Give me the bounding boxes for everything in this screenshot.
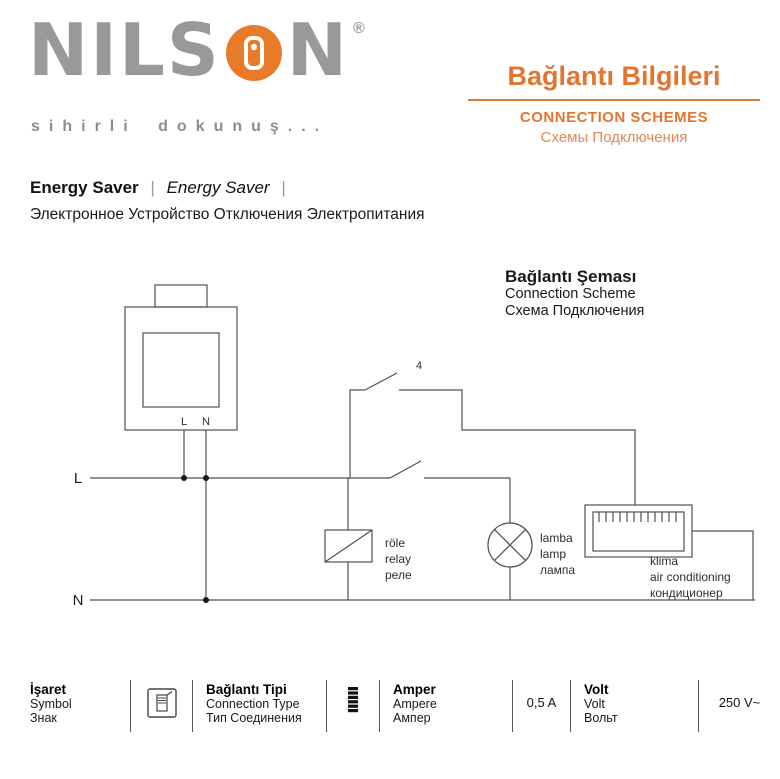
- lamp-label-en: lamp: [540, 547, 566, 561]
- relay-symbol: [324, 478, 373, 600]
- header-rule: [468, 99, 760, 102]
- header-title-ru: Схемы Подключения: [540, 129, 688, 147]
- symbol-labels: İşaret Symbol Знак: [30, 680, 130, 732]
- product-name-en: Energy Saver: [166, 178, 270, 197]
- lamp-cross: [493, 528, 527, 562]
- logo-o-icon: [225, 25, 282, 82]
- ac-label-ru: кондиционер: [650, 586, 723, 600]
- device-terminal-l: L: [181, 416, 187, 428]
- connection-scheme-diagram: L N L N 4: [0, 255, 780, 685]
- switch-blade-upper: [364, 372, 398, 391]
- air-conditioner-symbol: [584, 504, 754, 600]
- lamp-label-ru: лампа: [540, 563, 575, 577]
- volt-value: 250 V~: [698, 680, 780, 732]
- ac-label-tr: klima: [650, 554, 678, 568]
- ampere-label-tr: Amper: [393, 682, 436, 697]
- switch-label: 4: [416, 360, 422, 372]
- volt-labels: Volt Volt Вольт: [570, 680, 698, 732]
- logo-text-right: N: [286, 8, 350, 92]
- scheme-title-tr: Bağlantı Şeması: [505, 267, 637, 286]
- ampere-label-en: Ampere: [393, 697, 437, 711]
- connection-label-ru: Тип Соединения: [206, 711, 302, 725]
- symbol-label-tr: İşaret: [30, 682, 67, 697]
- ampere-label-ru: Ампер: [393, 711, 431, 725]
- connection-type-labels: Bağlantı Tipi Connection Type Тип Соедин…: [192, 680, 326, 732]
- lamp-label-tr: lamba: [540, 531, 573, 545]
- wire-to-ac: [399, 389, 636, 505]
- symbol-icon-cell: [130, 680, 192, 732]
- spec-table: İşaret Symbol Знак Bağlantı Tipi Connect…: [30, 680, 780, 732]
- junction-dot: [203, 475, 209, 481]
- header-title-en: CONNECTION SCHEMES: [519, 109, 709, 127]
- brand-tagline: sihirli dokunuş...: [31, 118, 329, 135]
- relay-label-tr: röle: [385, 536, 405, 550]
- separator: |: [281, 178, 286, 197]
- nilson-logo: NILS N ®: [28, 8, 365, 92]
- device-terminal-n: N: [202, 416, 210, 428]
- symbol-label-ru: Знак: [30, 711, 57, 725]
- connection-label-tr: Bağlantı Tipi: [206, 682, 287, 697]
- junction-dot: [203, 597, 209, 603]
- wire-ac-return: [692, 530, 754, 600]
- line-label-n: N: [73, 592, 84, 609]
- registered-mark: ®: [353, 20, 365, 37]
- relay-label-en: relay: [385, 552, 411, 566]
- ampere-labels: Amper Ampere Ампер: [379, 680, 512, 732]
- energy-saver-device: L N: [124, 284, 238, 431]
- volt-label-tr: Volt: [584, 682, 609, 697]
- relay-label-ru: реле: [385, 568, 412, 582]
- junction-dot: [181, 475, 187, 481]
- wire-switch-up: [349, 389, 365, 478]
- relay-diagonal: [324, 529, 373, 563]
- switch-blade-lower: [389, 460, 422, 479]
- connection-icon-cell: [326, 680, 379, 732]
- scheme-title-ru: Схема Подключения: [505, 303, 645, 319]
- logo-text-left: NILS: [28, 8, 221, 92]
- lamp-symbol: [487, 478, 533, 600]
- volt-label-en: Volt: [584, 697, 605, 711]
- ac-grille: [598, 512, 677, 522]
- product-name-tr: Energy Saver: [30, 178, 139, 197]
- ampere-value: 0,5 A: [512, 680, 570, 732]
- scheme-title-en: Connection Scheme: [505, 286, 636, 302]
- separator: |: [150, 178, 155, 197]
- volt-label-ru: Вольт: [584, 711, 618, 725]
- ac-label-en: air conditioning: [650, 570, 731, 584]
- connection-label-en: Connection Type: [206, 697, 300, 711]
- header-title-block: Bağlantı Bilgileri CONNECTION SCHEMES Сх…: [468, 60, 760, 146]
- product-title: Energy Saver | Energy Saver |: [30, 178, 293, 198]
- scheme-heading: Bağlantı Şeması Connection Scheme Схема …: [505, 268, 644, 320]
- card-symbol-icon: [146, 688, 177, 718]
- terminal-block-icon: [348, 687, 358, 713]
- symbol-label-en: Symbol: [30, 697, 72, 711]
- line-label-l: L: [74, 470, 82, 487]
- header-title-tr: Bağlantı Bilgileri: [507, 61, 721, 91]
- switch-symbol: 4: [349, 360, 636, 505]
- product-description-ru: Электронное Устройство Отключения Электр…: [30, 206, 425, 223]
